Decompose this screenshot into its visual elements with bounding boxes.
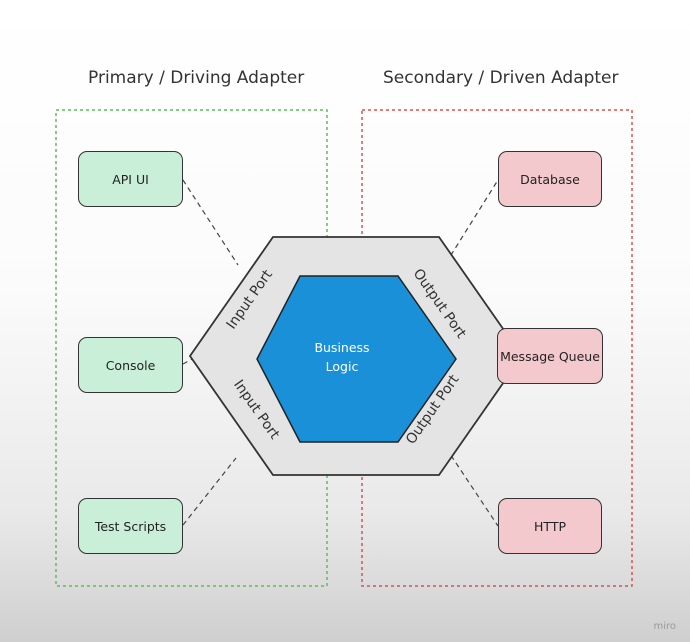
miro-watermark: miro <box>653 621 676 632</box>
secondary-section-title: Secondary / Driven Adapter <box>383 68 619 88</box>
database-label: Database <box>520 171 580 187</box>
api-ui-label: API UI <box>112 171 149 187</box>
message-queue-label: Message Queue <box>500 348 600 364</box>
primary-adapter-group <box>55 109 328 587</box>
connector-database <box>445 179 499 264</box>
test-scripts-label: Test Scripts <box>94 518 167 534</box>
connector-http <box>445 447 499 527</box>
connector-test-scripts <box>182 457 237 526</box>
business-logic-line1: Business <box>314 340 369 355</box>
console-node[interactable]: Console <box>78 337 183 393</box>
business-logic-line2: Logic <box>326 359 359 374</box>
message-queue-node[interactable]: Message Queue <box>497 328 603 384</box>
api-ui-node[interactable]: API UI <box>78 151 183 207</box>
primary-section-title: Primary / Driving Adapter <box>88 68 305 88</box>
http-label: HTTP <box>534 518 566 534</box>
database-node[interactable]: Database <box>498 151 602 207</box>
console-label: Console <box>105 357 156 373</box>
connector-api-ui <box>182 179 239 266</box>
test-scripts-node[interactable]: Test Scripts <box>78 498 183 554</box>
http-node[interactable]: HTTP <box>498 498 602 554</box>
business-logic-hexagon <box>256 275 457 443</box>
